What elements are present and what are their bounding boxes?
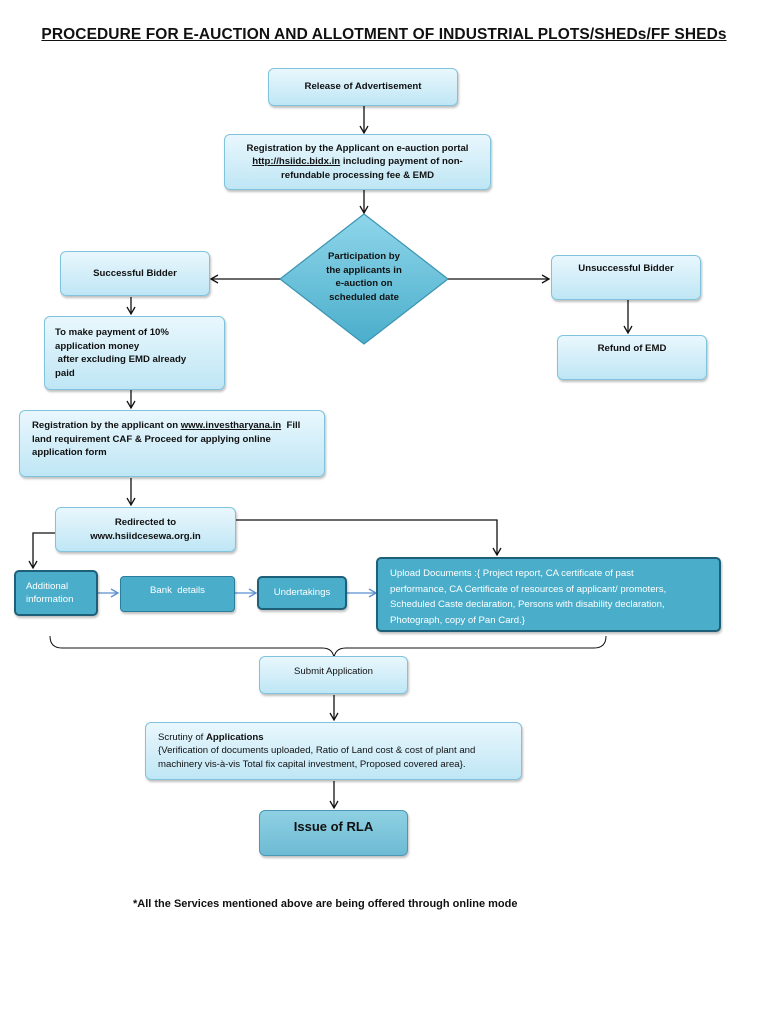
upload-documents-box: Upload Documents :{ Project report, CA c… (376, 557, 721, 632)
scrutiny-prefix: Scrutiny of (158, 731, 206, 743)
refund-emd-box: Refund of EMD (557, 335, 707, 380)
registration-invest-suffix: Fill (281, 420, 301, 431)
payment-line3: after excluding EMD already (55, 354, 187, 365)
additional-information-line2: information (26, 594, 74, 605)
registration-portal-line2-text: including payment of non- (340, 156, 463, 168)
release-advertisement-box: Release of Advertisement (268, 68, 458, 106)
participation-diamond (279, 213, 449, 345)
upload-documents-line4: Photograph, copy of Pan Card.} (390, 614, 525, 626)
registration-invest-box: Registration by the applicant on www.inv… (19, 410, 325, 477)
registration-portal-line1: Registration by the Applicant on e-aucti… (246, 142, 469, 154)
upload-documents-line1: Upload Documents :{ Project report, CA c… (390, 568, 634, 579)
investharyana-link[interactable]: www.investharyana.in (180, 420, 282, 431)
page-title: PROCEDURE FOR E-AUCTION AND ALLOTMENT OF… (41, 26, 727, 43)
registration-invest-line3: application form (32, 447, 107, 458)
participation-label: Participation by the applicants in e-auc… (318, 250, 410, 304)
issue-rla-label: Issue of RLA (293, 819, 374, 835)
unsuccessful-bidder-label: Unsuccessful Bidder (578, 262, 674, 274)
registration-portal-line2: http://hsiidc.bidx.in including payment … (252, 155, 463, 169)
redirected-line2: www.hsiidcesewa.org.in (90, 530, 201, 542)
scrutiny-bold: Applications (206, 731, 264, 743)
registration-invest-line1: Registration by the applicant on www.inv… (32, 419, 324, 433)
scrutiny-line2: {Verification of documents uploaded, Rat… (158, 745, 476, 757)
arrow-redirected-to-upload (236, 519, 502, 557)
bank-details-box: Bank details (120, 576, 235, 612)
undertakings-label: Undertakings (273, 587, 331, 599)
registration-invest-line2: land requirement CAF & Proceed for apply… (32, 433, 271, 445)
unsuccessful-bidder-box: Unsuccessful Bidder (551, 255, 701, 300)
upload-documents-line3: Scheduled Caste declaration, Persons wit… (390, 599, 665, 610)
arrow-redirected-to-additional (28, 532, 56, 570)
registration-portal-line3: refundable processing fee & EMD (281, 169, 434, 181)
participation-line3: e-auction on (335, 278, 393, 289)
participation-line1: Participation by (328, 251, 400, 262)
refund-emd-label: Refund of EMD (597, 342, 667, 354)
undertakings-box: Undertakings (257, 576, 347, 610)
registration-invest-prefix: Registration by the applicant on (32, 420, 181, 431)
release-advertisement-label: Release of Advertisement (304, 81, 422, 93)
submit-application-label: Submit Application (294, 666, 373, 678)
footnote: *All the Services mentioned above are be… (133, 898, 518, 910)
scrutiny-box: Scrutiny of Applications {Verification o… (145, 722, 522, 780)
bank-details-label: Bank details (150, 585, 205, 597)
redirected-line1: Redirected to (114, 517, 177, 528)
additional-information-box: Additional information (14, 570, 98, 616)
scrutiny-line3: machinery vis-à-vis Total fix capital in… (158, 758, 466, 770)
payment-box: To make payment of 10% application money… (44, 316, 225, 390)
hsiidc-bidx-link[interactable]: http://hsiidc.bidx.in (252, 156, 341, 168)
payment-line2: application money (55, 340, 140, 352)
successful-bidder-box: Successful Bidder (60, 251, 210, 296)
scrutiny-line1: Scrutiny of Applications (158, 731, 521, 745)
payment-line4: paid (55, 367, 75, 379)
participation-line2: the applicants in (326, 264, 402, 276)
registration-portal-box: Registration by the Applicant on e-aucti… (224, 134, 491, 190)
participation-line4: scheduled date (329, 291, 399, 303)
submit-application-box: Submit Application (259, 656, 408, 694)
successful-bidder-label: Successful Bidder (93, 267, 177, 279)
issue-rla-box: Issue of RLA (259, 810, 408, 856)
redirected-box: Redirected to www.hsiidcesewa.org.in (55, 507, 236, 552)
upload-documents-line2: performance, CA Certificate of resources… (390, 583, 667, 595)
payment-line1: To make payment of 10% (55, 327, 169, 338)
additional-information-line1: Additional (26, 580, 69, 592)
